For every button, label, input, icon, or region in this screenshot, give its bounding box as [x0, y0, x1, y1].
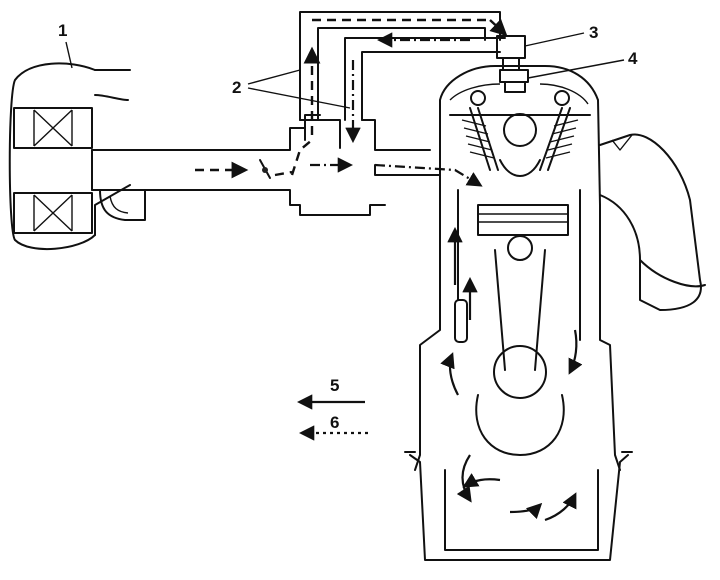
connecting-rod [494, 249, 546, 371]
valve-spring-left [461, 119, 495, 159]
rocker-pivot-left [470, 90, 486, 106]
oil-return-passage [454, 299, 468, 343]
legend-item-6: 6 [298, 413, 368, 441]
crank-pin [493, 345, 547, 399]
blowby-gas-flow [310, 32, 483, 187]
fresh-air-flow [195, 18, 508, 179]
oil-filler-cap [499, 69, 529, 93]
air-filter-element-lower [13, 192, 93, 234]
svg-text:2: 2 [232, 78, 241, 97]
exhaust-manifold [639, 259, 706, 288]
air-cleaner [8, 62, 131, 251]
piston-pin [507, 235, 533, 261]
throttle-shaft [262, 167, 268, 173]
valve-stem-right [539, 107, 571, 171]
pcv-valve [496, 35, 526, 71]
crank-counterweight [475, 394, 565, 456]
svg-text:3: 3 [589, 23, 598, 42]
svg-text:5: 5 [330, 376, 339, 395]
legend-item-5: 5 [296, 376, 365, 410]
piston [477, 204, 569, 236]
callout-1: 1 [58, 21, 73, 69]
intake-duct [91, 114, 386, 221]
crankcase-circulation [440, 226, 583, 522]
combustion-chamber [499, 159, 541, 177]
camshaft [503, 113, 537, 147]
svg-text:4: 4 [628, 49, 638, 68]
breather-hoses [299, 11, 506, 176]
cylinder-block [414, 189, 621, 471]
oil-pan [404, 451, 633, 561]
callout-3: 3 [524, 23, 598, 47]
svg-text:6: 6 [330, 413, 339, 432]
valve-stem-left [469, 107, 499, 171]
svg-text:1: 1 [58, 21, 67, 40]
rocker-pivot-right [554, 90, 570, 106]
cylinder-head [439, 65, 706, 311]
callout-2: 2 [232, 69, 351, 109]
valve-spring-right [545, 119, 579, 159]
air-filter-element-upper [13, 107, 93, 149]
callout-4: 4 [527, 49, 638, 79]
